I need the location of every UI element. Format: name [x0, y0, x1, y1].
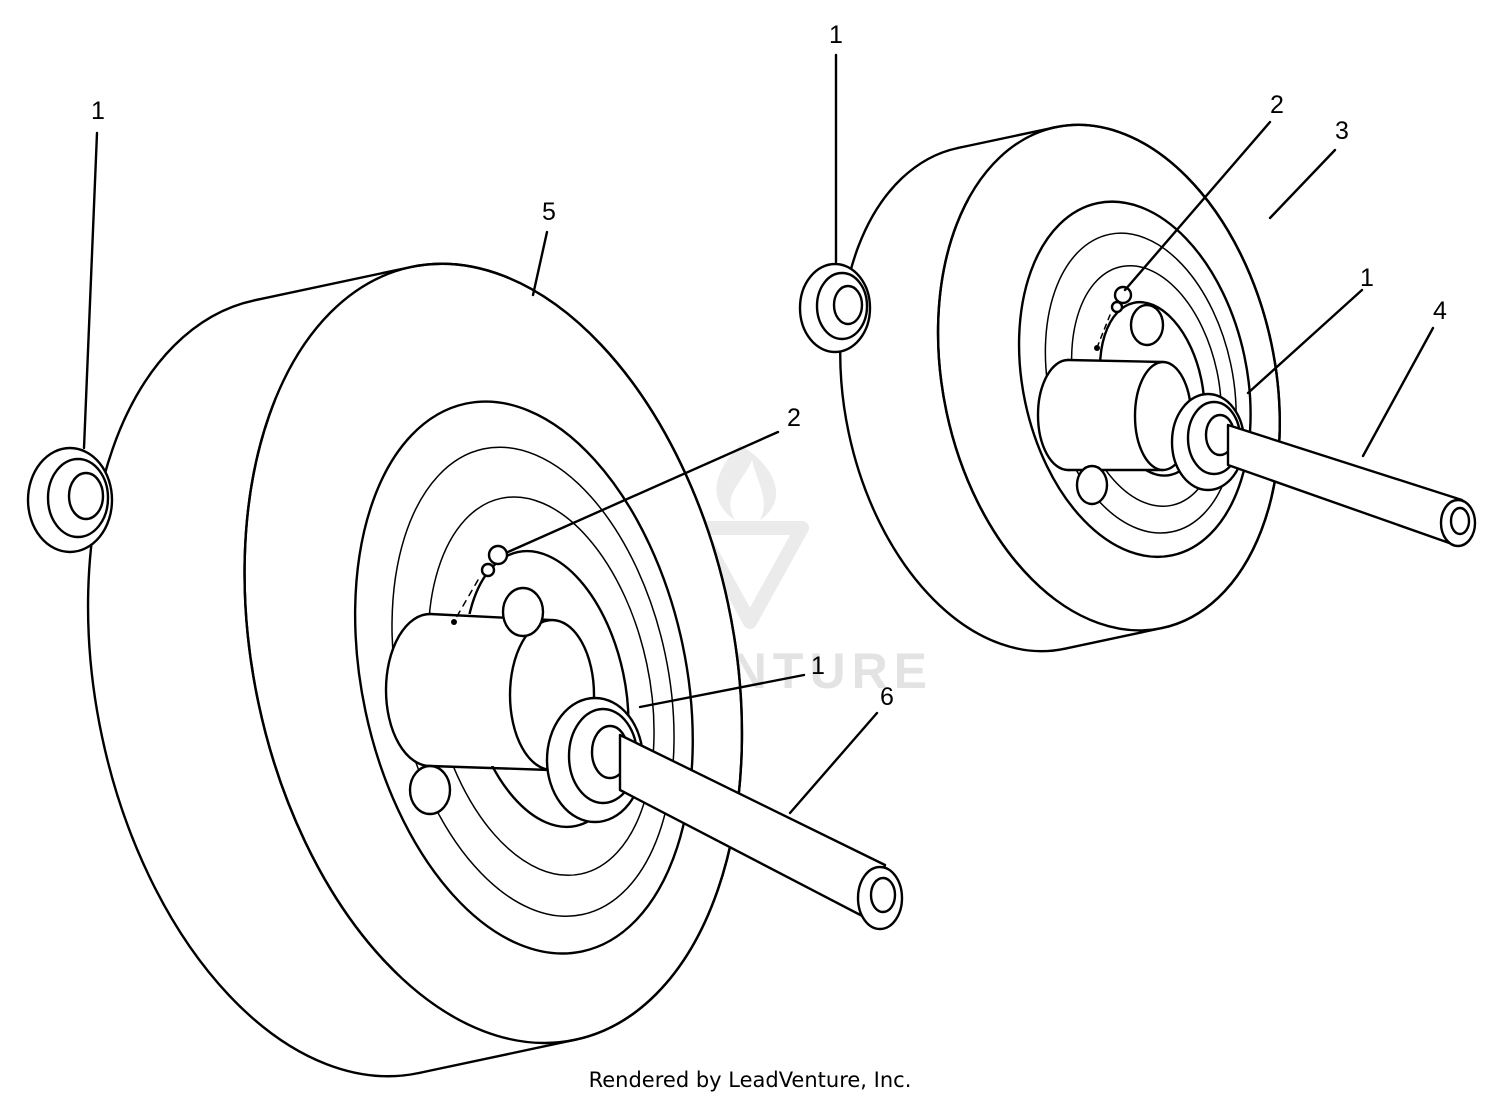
footer-credit: Rendered by LeadVenture, Inc.	[589, 1068, 912, 1092]
bearing-right-outer	[798, 262, 872, 354]
wheel-right	[839, 123, 1281, 653]
callout-bearing-right-inner: 1	[1360, 264, 1374, 292]
fitting-left	[451, 544, 509, 625]
callout-wheel-right: 3	[1335, 117, 1349, 145]
axle-right	[1226, 423, 1477, 548]
bearing-left-outer	[26, 446, 114, 554]
axle-left	[618, 733, 904, 931]
callout-fitting-right: 2	[1270, 91, 1284, 119]
callout-axle-left: 6	[880, 683, 894, 711]
callout-fitting-left: 2	[787, 404, 801, 432]
leadventure-logo-watermark	[691, 445, 809, 629]
callout-axle-right: 4	[1433, 297, 1447, 325]
callout-bearing-right-outer: 1	[829, 21, 843, 49]
callout-wheel-left: 5	[542, 198, 556, 226]
callout-bearing-left-inner: 1	[811, 652, 825, 680]
bearing-left-inner	[545, 696, 645, 824]
leader-lines	[82, 53, 1435, 815]
fitting-right	[1094, 285, 1133, 351]
wheel-left	[86, 262, 744, 1078]
callout-bearing-left-outer: 1	[91, 97, 105, 125]
